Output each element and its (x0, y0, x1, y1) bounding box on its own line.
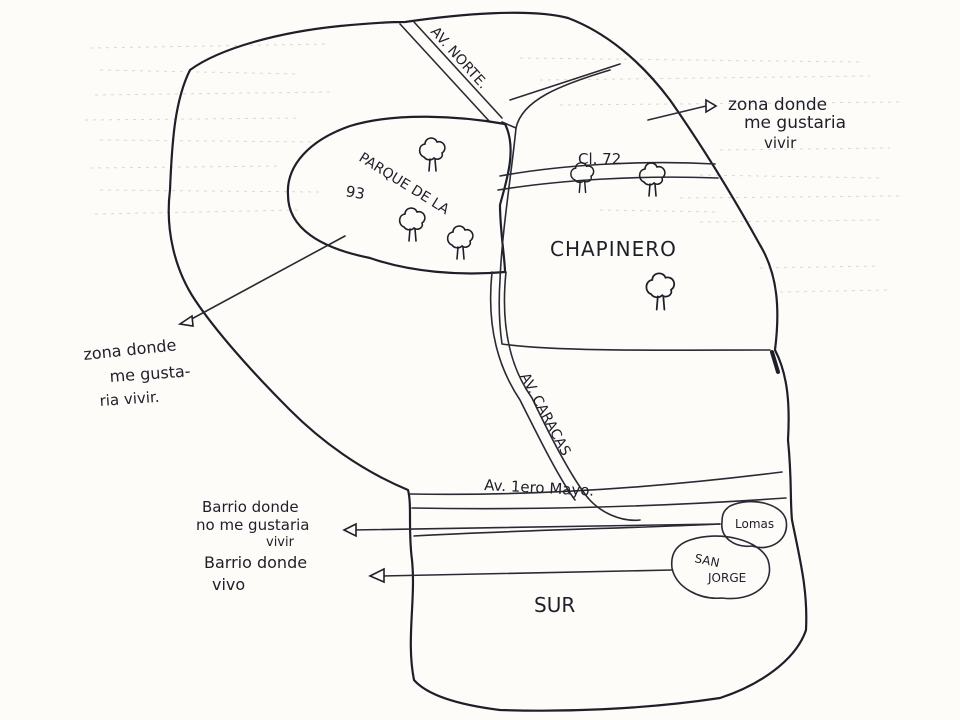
note-zona-right-line2: me gustaria (744, 113, 846, 133)
note-zona-right-line1: zona donde (728, 95, 827, 115)
san-jorge-area (670, 535, 771, 600)
arrow-zona-right (647, 105, 707, 121)
av-norte-label: AV. NORTE. (427, 24, 491, 92)
tree-icon (398, 207, 426, 242)
north-zone-line (509, 63, 621, 101)
chapinero-label: CHAPINERO (550, 237, 677, 261)
south-road-line (413, 523, 721, 537)
trees (398, 137, 676, 311)
tree-icon (638, 162, 666, 197)
north-zone-boundary (501, 69, 611, 129)
tree-icon (645, 272, 676, 311)
paper-bleed-through (84, 43, 901, 293)
note-barrio-no-line1: Barrio donde (202, 498, 299, 516)
sur-label: SUR (534, 593, 575, 617)
san-jorge-label-line2: JORGE (707, 571, 746, 585)
note-zona-left: zona donde me gusta- ria vivir. (82, 335, 191, 410)
tree-icon (570, 162, 595, 194)
note-barrio-no: Barrio donde no me gustaria vivir (196, 498, 310, 550)
note-zona-left-line1: zona donde (82, 335, 177, 364)
note-barrio-no-line3: vivir (266, 535, 295, 550)
arrowhead-icon (177, 314, 194, 327)
arrow-barrio-no (351, 523, 721, 531)
calle-72-label: Cl. 72 (578, 150, 621, 168)
arrowhead-icon (368, 567, 385, 584)
chapinero-area (498, 127, 771, 352)
lomas-area (721, 500, 788, 549)
lomas-label: Lomas (735, 517, 774, 531)
parque-93-area (286, 115, 512, 275)
note-zona-right-line3: vivir (764, 134, 797, 152)
note-zona-left-line3: ria vivir. (99, 388, 160, 410)
av-1ero-mayo-label: Av. 1ero Mayo. (484, 476, 595, 500)
arrow-barrio-vivo (381, 569, 673, 577)
caracas-junction (587, 497, 641, 522)
note-zona-left-line2: me gusta- (109, 361, 191, 386)
tree-icon (446, 225, 474, 260)
note-zona-right: zona donde me gustaria vivir (728, 95, 846, 152)
edge-mark (770, 350, 780, 374)
calle-72-road (497, 161, 719, 191)
note-barrio-vivo: Barrio donde vivo (204, 553, 307, 594)
av-caracas-road (489, 271, 589, 501)
av-norte-road (399, 21, 503, 123)
city-outline (167, 11, 808, 712)
parque-93-label-line1: PARQUE DE LA (356, 150, 452, 218)
arrowhead-icon (705, 98, 718, 114)
note-barrio-vivo-line1: Barrio donde (204, 553, 307, 572)
note-barrio-vivo-line2: vivo (212, 575, 245, 594)
parque-93-label-line2: 93 (344, 182, 366, 203)
av-1ero-mayo-road (409, 471, 787, 510)
arrow-zona-left (185, 235, 346, 323)
san-jorge-label-line1: SAN (693, 551, 720, 570)
tree-icon (418, 137, 446, 172)
note-barrio-no-line2: no me gustaria (196, 516, 310, 534)
arrowhead-icon (342, 522, 357, 538)
av-caracas-label: AV. CARACAS (516, 370, 573, 458)
